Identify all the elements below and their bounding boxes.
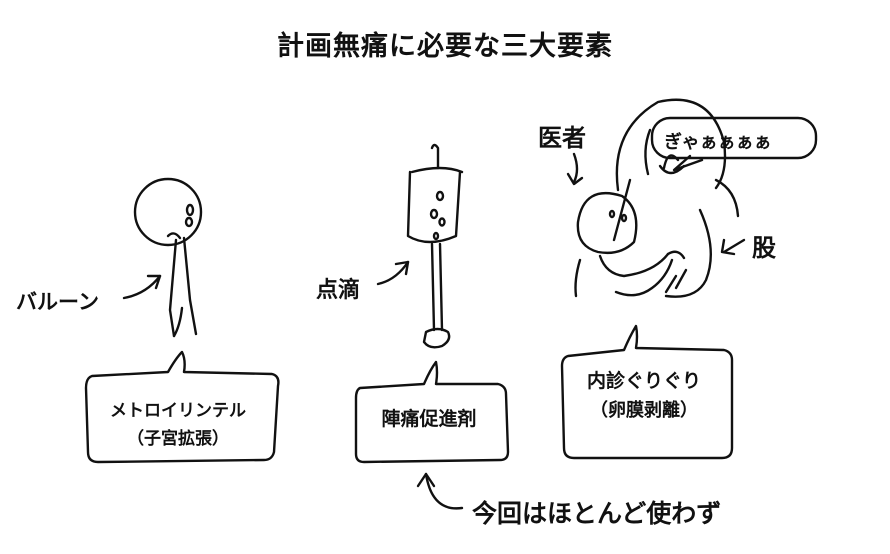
drip-label: 点滴 (316, 278, 361, 303)
box-oxytocin (354, 360, 510, 464)
scream-bubble (650, 116, 818, 172)
box-membrane-sweep-name: 内診ぐりぐり (586, 370, 701, 392)
bottom-note: 今回はほとんど使わず (472, 499, 722, 528)
thigh-arrow (720, 238, 746, 256)
scream-text: ぎゃぁぁぁぁ (664, 132, 772, 153)
doctor-label: 医者 (538, 124, 586, 152)
box-oxytocin-name: 陣痛促進剤 (381, 408, 477, 430)
thigh-label: 股 (752, 234, 776, 262)
note-arrow (416, 472, 464, 510)
balloon-drawing (133, 177, 203, 338)
box-metreurynter-name: メトロイリンテル (110, 401, 246, 421)
box-membrane-sweep (560, 324, 734, 460)
doctor-arrow (566, 152, 584, 186)
drip-drawing (406, 143, 464, 349)
drip-arrow (376, 260, 410, 286)
box-membrane-sweep-sub: （卵膜剥離） (590, 400, 698, 421)
balloon-label: バルーン (16, 290, 99, 314)
box-metreurynter-sub: （子宮拡張） (127, 429, 229, 449)
balloon-arrow (122, 274, 162, 300)
box-metreurynter (84, 350, 280, 464)
doctor-patient-drawing (574, 98, 740, 298)
diagram-title: 計画無痛に必要な三大要素 (277, 31, 613, 62)
